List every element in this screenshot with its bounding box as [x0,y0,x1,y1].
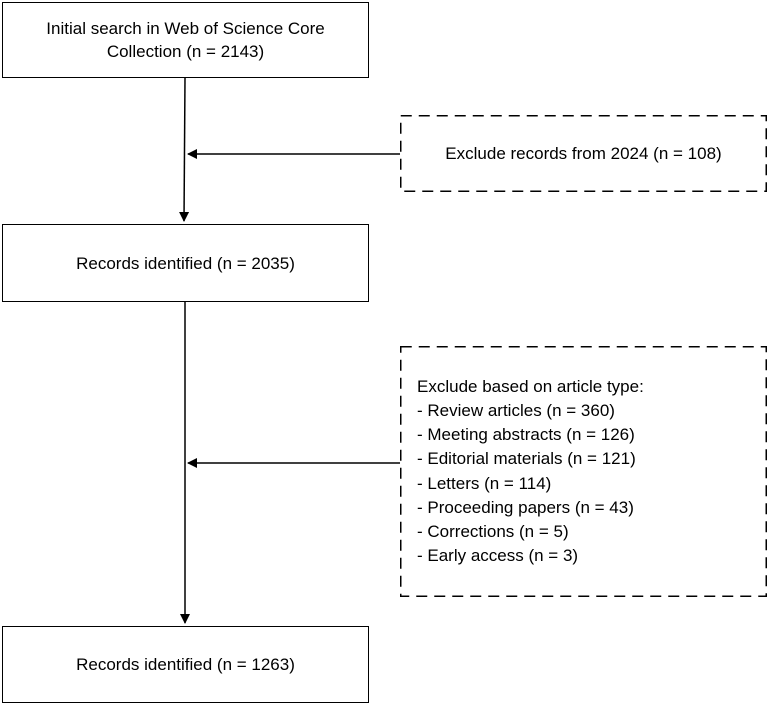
initial-search-box: Initial search in Web of Science Core Co… [2,2,369,78]
article-type-item: - Early access (n = 3) [417,546,579,566]
initial-search-line-2: Collection (n = 2143) [106,42,265,61]
records-identified-1-box: Records identified (n = 2035) [2,224,369,302]
article-type-heading: Exclude based on article type: [417,376,644,396]
exclude-2024-text: Exclude records from 2024 (n = 108) [445,144,722,163]
article-type-item: - Corrections (n = 5) [417,521,569,541]
initial-search-text: Initial search in Web of Science Core Co… [46,17,324,63]
exclude-article-type-box: Exclude based on article type: - Review … [400,346,767,597]
initial-search-line-1: Initial search in Web of Science Core [46,19,325,38]
exclude-2024-box: Exclude records from 2024 (n = 108) [400,115,767,192]
article-type-item: - Editorial materials (n = 121) [417,449,636,469]
arrow-initial-to-records-1 [179,77,190,222]
article-type-item: - Meeting abstracts (n = 126) [417,425,635,445]
article-type-list: Exclude based on article type: - Review … [400,375,644,569]
article-type-item: - Proceeding papers (n = 43) [417,497,634,517]
records-identified-2-box: Records identified (n = 1263) [2,626,369,703]
article-type-item: - Review articles (n = 360) [417,400,615,420]
article-type-item: - Letters (n = 114) [417,473,552,493]
records-identified-1-text: Records identified (n = 2035) [76,253,295,273]
records-identified-2-text: Records identified (n = 1263) [76,655,295,674]
